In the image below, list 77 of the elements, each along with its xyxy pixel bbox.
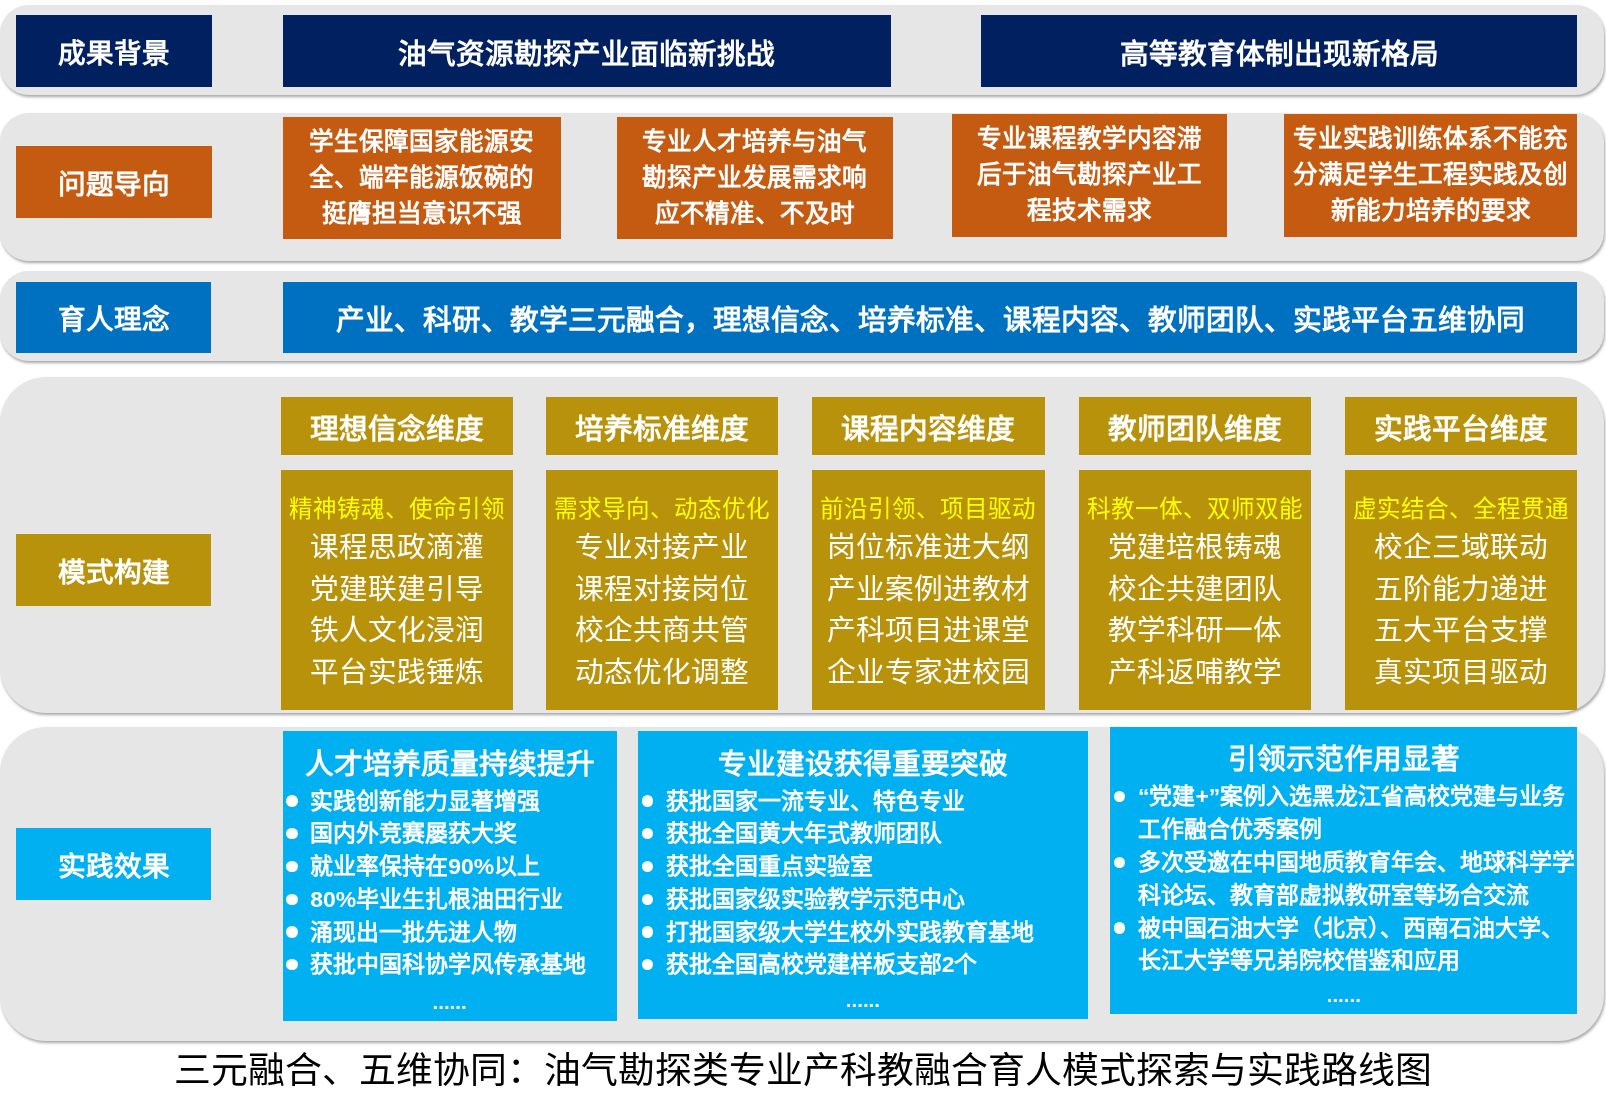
result-heading: 引领示范作用显著 xyxy=(1227,742,1460,778)
bullet-text: 80%毕业生扎根油田行业 xyxy=(310,884,564,914)
row-label-box: 实践效果 xyxy=(16,827,211,901)
bullet-text: 被中国石油大学（北京）、西南石油大学、长江大学等兄弟院校借鉴和应用 xyxy=(1137,913,1565,976)
row-band xyxy=(0,5,1604,96)
item-text: 党建联建引导 xyxy=(309,571,484,607)
item-text: 平台实践锤炼 xyxy=(309,654,484,690)
result-heading: 专业建设获得重要突破 xyxy=(717,746,1008,782)
dimension-header-box: 培养标准维度 xyxy=(545,397,779,455)
row-band xyxy=(0,727,1604,1041)
item-text: 五阶能力递进 xyxy=(1374,571,1549,607)
item-text: 校企共建团队 xyxy=(1107,571,1282,607)
theme-box: 高等教育体制出现新格局 xyxy=(981,15,1578,88)
row-label-box: 问题导向 xyxy=(16,146,212,219)
row-band xyxy=(0,271,1604,361)
result-box xyxy=(638,731,1088,1020)
item-text: 课程思政滴灌 xyxy=(309,530,484,566)
result-box xyxy=(1110,727,1578,1014)
dimension-header-box: 教师团队维度 xyxy=(1078,397,1311,455)
bullet-text: “党建+”案例入选黑龙江省高校党建与业务工作融合优秀案例 xyxy=(1137,782,1567,845)
item-text: 产业案例进教材 xyxy=(826,571,1030,607)
item-text: 铁人文化浸润 xyxy=(309,613,484,649)
row-band xyxy=(0,112,1604,262)
problem-box: 学生保障国家能源安全、端牢能源饭碗的挺膺担当意识不强 xyxy=(282,116,562,239)
bullet-text: 获批国家级实验教学示范中心 xyxy=(665,884,965,914)
dimension-content-box xyxy=(280,470,514,710)
bullet-text: 打批国家级大学生校外实践教育基地 xyxy=(665,917,1034,947)
item-text: 动态优化调整 xyxy=(575,654,750,690)
bullet-text: 国内外竞赛屡获大奖 xyxy=(310,819,518,849)
item-text: 党建培根铸魂 xyxy=(1107,530,1282,566)
item-text: 专业对接产业 xyxy=(575,530,750,566)
concept-box: 产业、科研、教学三元融合，理想信念、培养标准、课程内容、教师团队、实践平台五维协同 xyxy=(282,281,1578,354)
problem-box: 专业人才培养与油气勘探产业发展需求响应不精准、不及时 xyxy=(616,116,894,239)
bullet-text: 获批中国科协学风传承基地 xyxy=(310,950,587,980)
item-text: 教学科研一体 xyxy=(1107,613,1282,649)
subtitle-text: 精神铸魂、使命引领 xyxy=(288,494,505,524)
bullet-text: 获批国家一流专业、特色专业 xyxy=(665,786,965,816)
problem-box: 专业课程教学内容滞后于油气勘探产业工程技术需求 xyxy=(951,113,1227,237)
theme-box: 油气资源勘探产业面临新挑战 xyxy=(282,15,892,88)
item-text: 真实项目驱动 xyxy=(1374,654,1549,690)
dimension-header-box: 课程内容维度 xyxy=(812,397,1045,455)
dimension-content-box xyxy=(1078,470,1311,710)
subtitle-text: 需求导向、动态优化 xyxy=(554,494,771,524)
row-label-box: 模式构建 xyxy=(16,533,211,607)
dimension-content-box xyxy=(1344,470,1578,710)
bullet-text: 获批全国重点实验室 xyxy=(665,852,873,882)
result-heading: 人才培养质量持续提升 xyxy=(304,746,595,782)
subtitle-text: 科教一体、双师双能 xyxy=(1086,494,1303,524)
problem-box: 专业实践训练体系不能充分满足学生工程实践及创新能力培养的要求 xyxy=(1284,113,1578,237)
dimension-header-box: 实践平台维度 xyxy=(1344,397,1578,455)
subtitle-text: 前沿引领、项目驱动 xyxy=(820,494,1037,524)
item-text: 五大平台支撑 xyxy=(1374,613,1549,649)
bullet-text: 获批全国高校党建样板支部2个 xyxy=(665,950,978,980)
ellipsis: ...... xyxy=(845,988,880,1013)
item-text: 校企三域联动 xyxy=(1374,530,1549,566)
bullet-text: 涌现出一批先进人物 xyxy=(310,917,518,947)
ellipsis: ...... xyxy=(1326,983,1361,1008)
item-text: 产科项目进课堂 xyxy=(826,613,1030,649)
bullet-text: 多次受邀在中国地质教育年会、地球科学学科论坛、教育部虚拟教研室等场合交流 xyxy=(1137,848,1576,910)
row-band xyxy=(0,376,1604,713)
dimension-content-box xyxy=(545,470,779,710)
bullet-text: 就业率保持在90%以上 xyxy=(310,852,541,882)
ellipsis: ...... xyxy=(432,990,467,1015)
dimension-content-box xyxy=(812,470,1045,710)
caption: 三元融合、五维协同：油气勘探类专业产科教融合育人模式探索与实践路线图 xyxy=(174,1048,1432,1093)
row-label-box: 育人理念 xyxy=(16,281,211,354)
row-label-box: 成果背景 xyxy=(16,15,212,88)
bullet-text: 获批全国黄大年式教师团队 xyxy=(665,819,942,849)
result-box xyxy=(282,731,617,1022)
item-text: 产科返哺教学 xyxy=(1107,654,1282,690)
item-text: 校企共商共管 xyxy=(575,613,750,649)
item-text: 企业专家进校园 xyxy=(826,654,1030,690)
item-text: 岗位标准进大纲 xyxy=(826,530,1030,566)
subtitle-text: 虚实结合、全程贯通 xyxy=(1353,494,1570,524)
item-text: 课程对接岗位 xyxy=(575,571,750,607)
bullet-text: 实践创新能力显著增强 xyxy=(310,786,541,816)
dimension-header-box: 理想信念维度 xyxy=(280,397,514,455)
